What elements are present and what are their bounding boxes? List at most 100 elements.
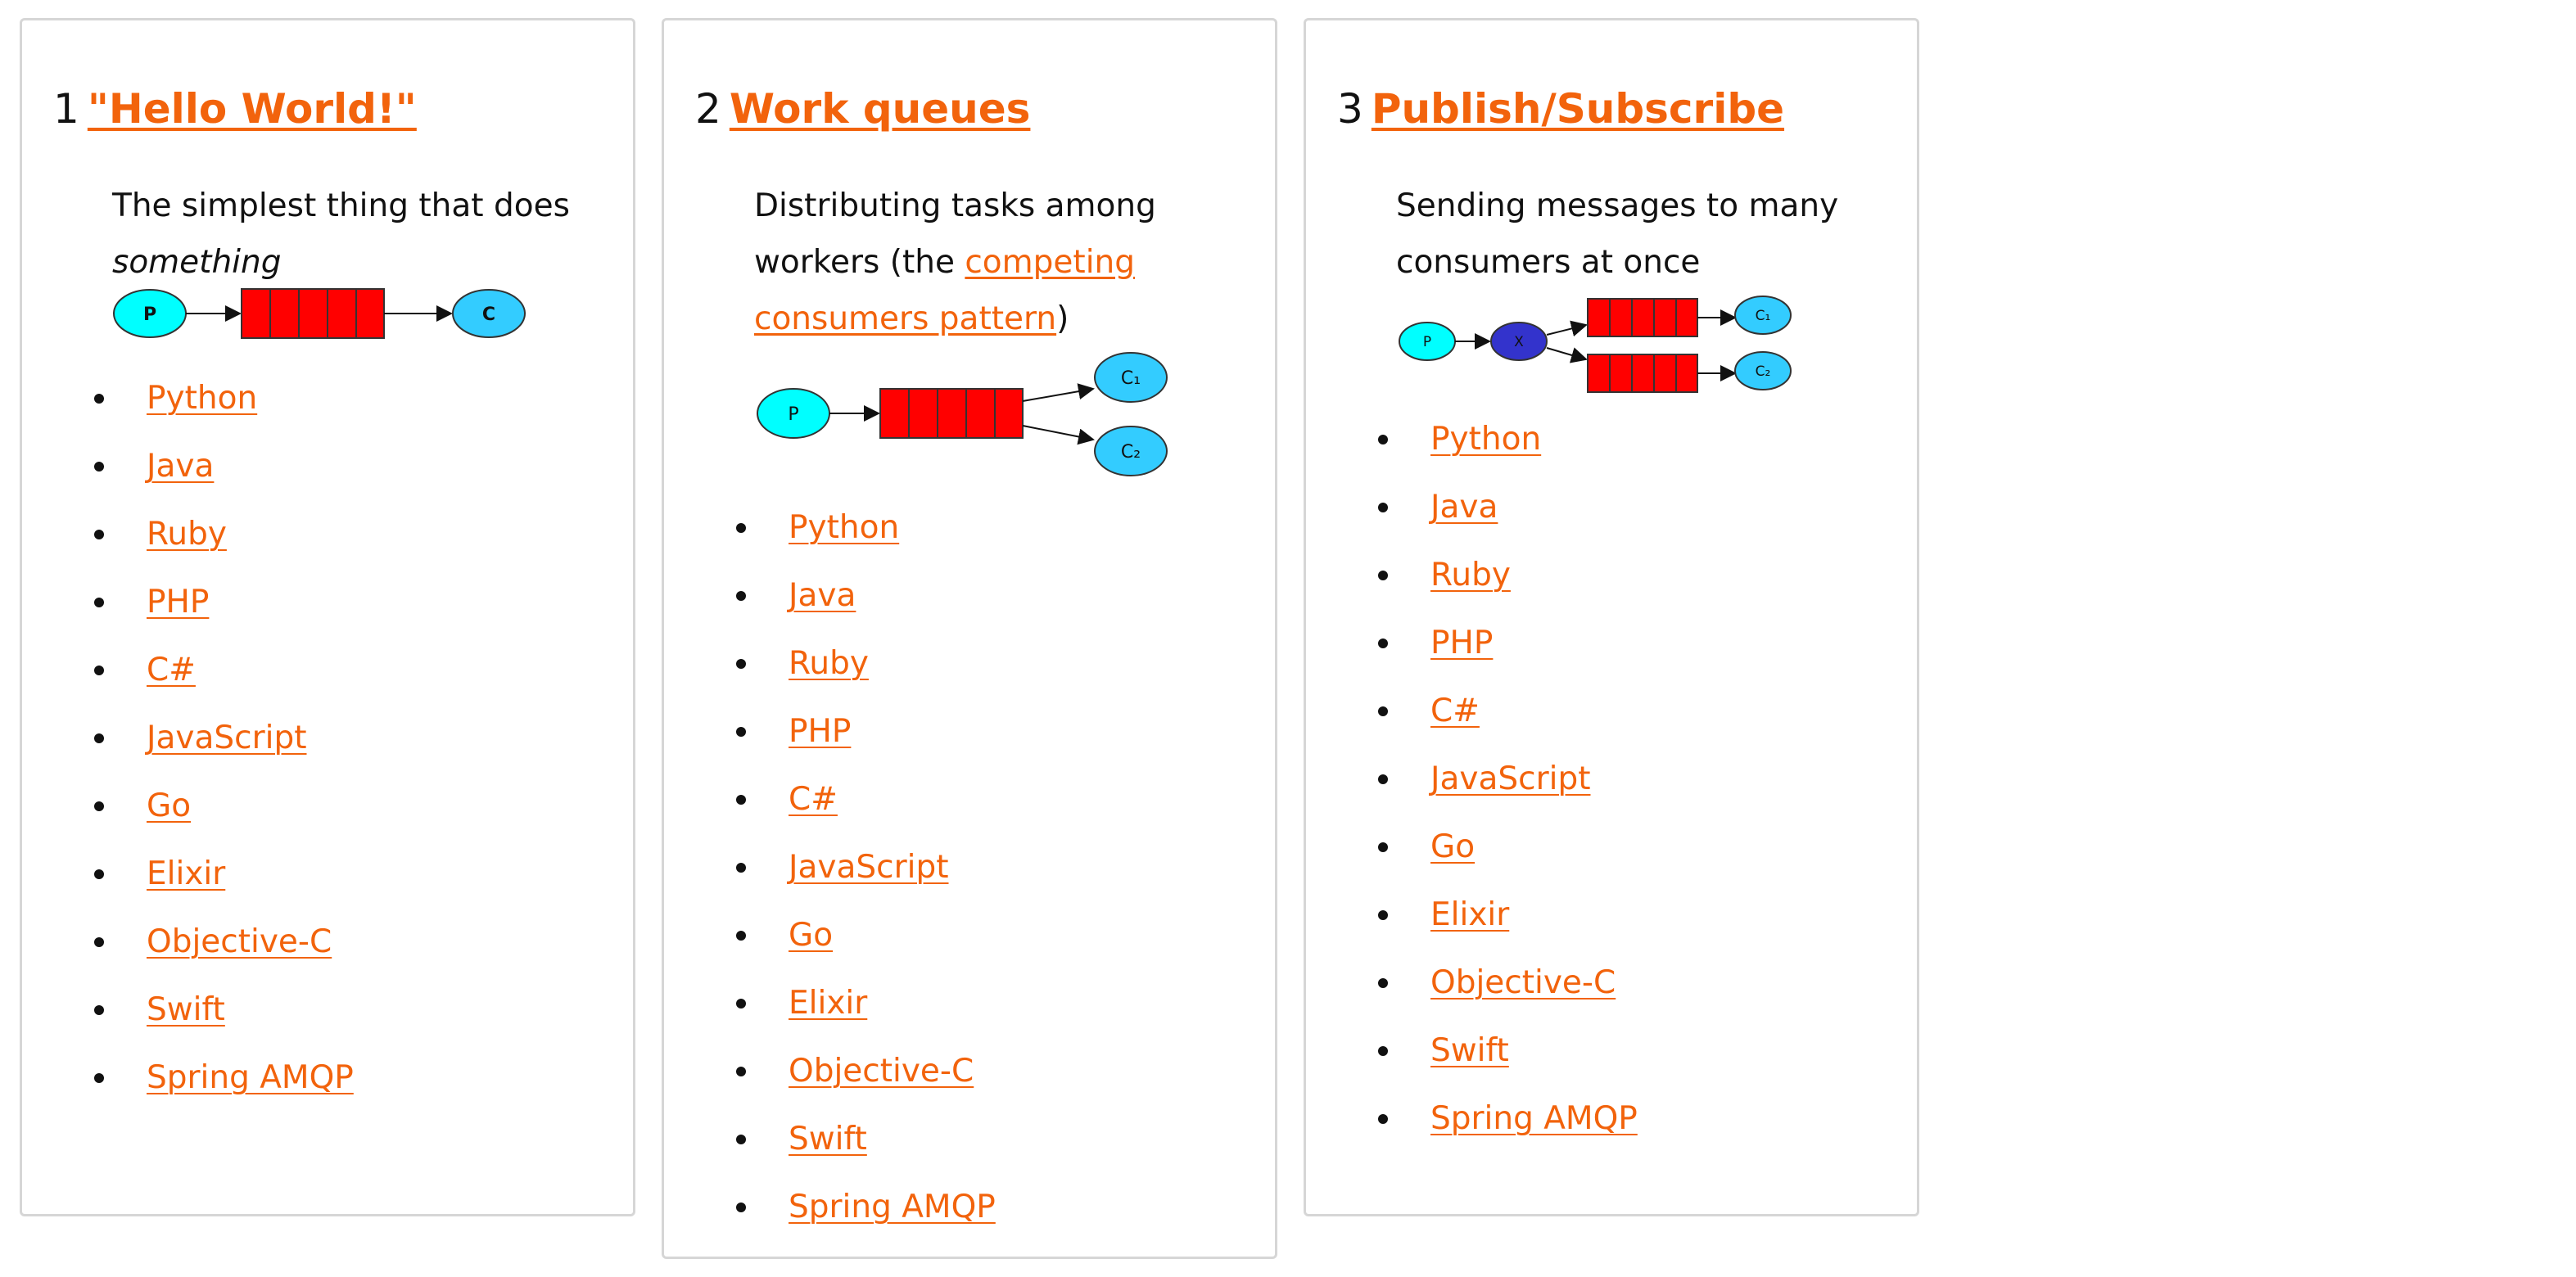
producer-label: P (788, 404, 798, 425)
exchange-label: X (1514, 334, 1524, 350)
title-link-publish-subscribe[interactable]: Publish/Subscribe (1371, 85, 1785, 133)
list-item: C# (1363, 677, 1638, 745)
language-link-go[interactable]: Go (789, 917, 834, 954)
description-text: The simplest thing that does (112, 187, 570, 224)
language-link-csharp[interactable]: C# (147, 652, 196, 688)
language-link-swift[interactable]: Swift (1430, 1032, 1509, 1069)
card-title: 1"Hello World!" (53, 83, 417, 135)
language-link-elixir[interactable]: Elixir (1430, 896, 1510, 933)
description-italic: something (112, 244, 282, 281)
language-link-python[interactable]: Python (789, 509, 900, 546)
list-item: Python (1363, 405, 1638, 473)
language-list: Python Java Ruby PHP C# JavaScript Go El… (721, 494, 996, 1241)
list-item: Swift (79, 976, 354, 1044)
language-link-swift[interactable]: Swift (789, 1121, 867, 1157)
language-link-elixir[interactable]: Elixir (147, 855, 226, 892)
consumer1-node (1094, 352, 1168, 403)
list-item: Java (721, 562, 996, 629)
language-link-objective-c[interactable]: Objective-C (1430, 964, 1616, 1001)
language-link-python[interactable]: Python (1430, 421, 1542, 458)
list-item: PHP (1363, 609, 1638, 677)
language-link-php[interactable]: PHP (789, 713, 852, 750)
list-item: Go (79, 772, 354, 840)
queue-block-1 (1587, 298, 1698, 337)
consumer1-node (1734, 296, 1792, 335)
queue-block (241, 288, 385, 339)
card-number: 1 (53, 85, 79, 133)
language-link-swift[interactable]: Swift (147, 991, 225, 1028)
consumer1-label: C₁ (1121, 368, 1141, 389)
list-item: JavaScript (721, 833, 996, 901)
language-link-objective-c[interactable]: Objective-C (789, 1053, 974, 1090)
consumer2-node (1734, 351, 1792, 390)
consumer-label: C (482, 305, 495, 325)
card-description: Sending messages to many consumers at on… (1396, 178, 1855, 291)
list-item: C# (79, 636, 354, 704)
consumer1-label: C₁ (1756, 308, 1771, 324)
queue-block (879, 388, 1024, 439)
competing-consumers-link[interactable]: competing consumers pattern (754, 244, 1136, 337)
consumer-node (452, 289, 526, 338)
language-link-spring-amqp[interactable]: Spring AMQP (1430, 1100, 1638, 1137)
language-link-csharp[interactable]: C# (1430, 693, 1480, 729)
language-link-java[interactable]: Java (1430, 489, 1498, 526)
producer-label: P (1423, 334, 1431, 350)
producer-label: P (143, 305, 156, 325)
list-item: Objective-C (1363, 949, 1638, 1017)
card-description: Distributing tasks among workers (the co… (754, 178, 1196, 347)
language-link-php[interactable]: PHP (1430, 625, 1494, 661)
language-link-python[interactable]: Python (147, 380, 258, 417)
language-list: Python Java Ruby PHP C# JavaScript Go El… (1363, 405, 1638, 1153)
description-tail: ) (1056, 300, 1069, 337)
card-description: The simplest thing that does something (112, 178, 603, 291)
description-text: Sending messages to many consumers at on… (1396, 187, 1839, 281)
language-link-spring-amqp[interactable]: Spring AMQP (789, 1189, 996, 1225)
language-link-go[interactable]: Go (147, 787, 192, 824)
consumer2-label: C₂ (1121, 442, 1141, 463)
work-queues-diagram: P C₁ C₂ (757, 352, 1168, 476)
card-number: 2 (695, 85, 721, 133)
list-item: Swift (1363, 1017, 1638, 1085)
language-link-java[interactable]: Java (789, 577, 856, 614)
consumer2-label: C₂ (1756, 363, 1771, 380)
language-link-ruby[interactable]: Ruby (789, 645, 869, 682)
language-link-ruby[interactable]: Ruby (1430, 557, 1511, 593)
language-link-javascript[interactable]: JavaScript (789, 849, 949, 886)
title-link-work-queues[interactable]: Work queues (729, 85, 1031, 133)
language-link-elixir[interactable]: Elixir (789, 985, 868, 1022)
language-link-go[interactable]: Go (1430, 828, 1476, 865)
description-text: Distributing tasks among workers (the (754, 187, 1156, 281)
language-link-php[interactable]: PHP (147, 584, 210, 620)
list-item: Spring AMQP (1363, 1085, 1638, 1153)
list-item: Objective-C (79, 908, 354, 976)
list-item: PHP (721, 697, 996, 765)
tutorial-card-hello-world: 1"Hello World!" The simplest thing that … (20, 18, 635, 1216)
list-item: Go (721, 901, 996, 969)
card-number: 3 (1337, 85, 1363, 133)
language-link-spring-amqp[interactable]: Spring AMQP (147, 1059, 354, 1096)
list-item: Ruby (721, 629, 996, 697)
consumer2-node (1094, 426, 1168, 476)
language-link-javascript[interactable]: JavaScript (1430, 760, 1591, 797)
list-item: JavaScript (1363, 745, 1638, 813)
language-link-ruby[interactable]: Ruby (147, 516, 227, 553)
list-item: Python (721, 494, 996, 562)
list-item: Ruby (1363, 541, 1638, 609)
language-link-objective-c[interactable]: Objective-C (147, 923, 332, 960)
list-item: Spring AMQP (721, 1173, 996, 1241)
list-item: Python (79, 364, 354, 432)
language-link-javascript[interactable]: JavaScript (147, 720, 307, 756)
title-link-hello-world[interactable]: "Hello World!" (87, 85, 417, 133)
language-link-java[interactable]: Java (147, 448, 215, 485)
list-item: C# (721, 765, 996, 833)
language-link-csharp[interactable]: C# (789, 781, 838, 818)
list-item: Elixir (721, 969, 996, 1037)
exchange-node (1490, 322, 1548, 361)
list-item: Java (1363, 473, 1638, 541)
list-item: Elixir (1363, 881, 1638, 949)
list-item: Objective-C (721, 1037, 996, 1105)
